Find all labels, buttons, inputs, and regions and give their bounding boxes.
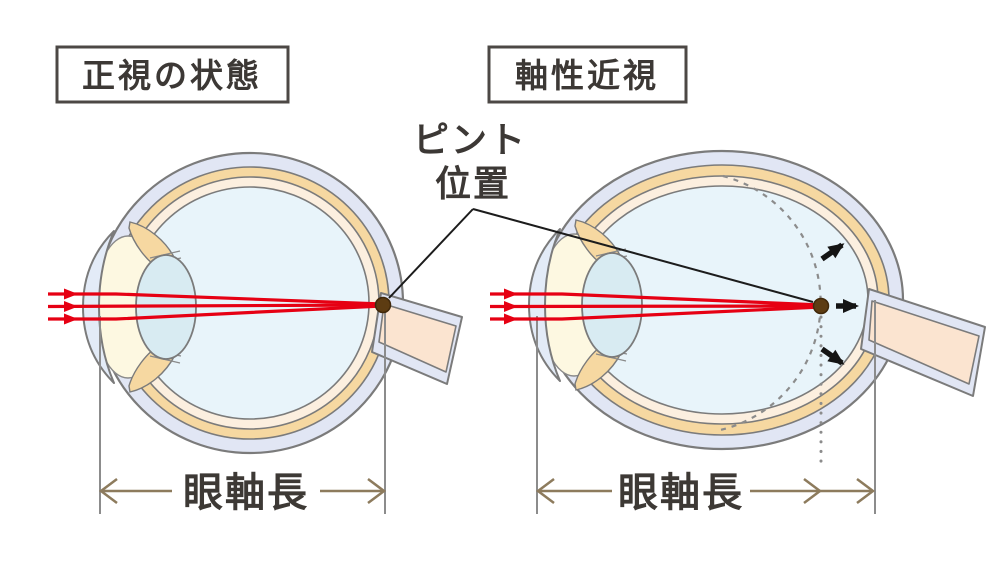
- elongation-arrow-down-icon: [820, 346, 845, 366]
- ray-arrowhead-icon: [64, 288, 78, 300]
- right-ray-arrowheads: [504, 288, 518, 325]
- left-optic-nerve: [371, 292, 463, 385]
- ray-arrowhead-icon: [64, 301, 78, 312]
- light-ray: [489, 304, 822, 309]
- right-focus-point-dot: [812, 297, 830, 315]
- elongation-arrow-up-icon: [820, 242, 845, 262]
- focus-pointer-line-right: [472, 208, 814, 303]
- right-axial-dimension: [535, 478, 876, 504]
- left-ray-arrowheads: [64, 288, 78, 325]
- ray-arrowhead-icon: [504, 313, 518, 325]
- dimension-arrowhead-mid-icon: [803, 478, 823, 504]
- focus-callout: [388, 208, 814, 303]
- left-axial-length-label: 眼軸長: [183, 471, 309, 515]
- right-axial-length-label: 眼軸長: [618, 471, 744, 515]
- left-optic-nerve-core: [378, 303, 457, 373]
- right-title-box: 軸性近視: [487, 45, 688, 104]
- left-eye-normal: [82, 151, 463, 455]
- dimension-arrowhead-right-icon: [367, 478, 387, 504]
- left-axial-dimension: [98, 478, 387, 504]
- elongation-arrows: [820, 242, 859, 366]
- focus-pointer-line-left: [388, 208, 474, 299]
- right-optic-nerve-core: [868, 300, 980, 385]
- ray-arrowhead-icon: [504, 301, 518, 312]
- dimension-arrowhead-right-icon: [856, 478, 876, 504]
- focus-label-line1: ピント: [413, 119, 527, 160]
- ray-arrowhead-icon: [504, 288, 518, 300]
- left-focus-point-dot: [374, 296, 392, 314]
- left-title-label: 正視の状態: [82, 57, 262, 94]
- left-title-box: 正視の状態: [55, 45, 290, 104]
- right-title-label: 軸性近視: [515, 57, 659, 94]
- light-ray: [47, 303, 384, 309]
- ray-arrowhead-icon: [64, 313, 78, 325]
- focus-label-line2: 位置: [435, 163, 511, 204]
- normal-eye-dashed-outline: [715, 174, 822, 433]
- right-optic-nerve: [860, 288, 986, 397]
